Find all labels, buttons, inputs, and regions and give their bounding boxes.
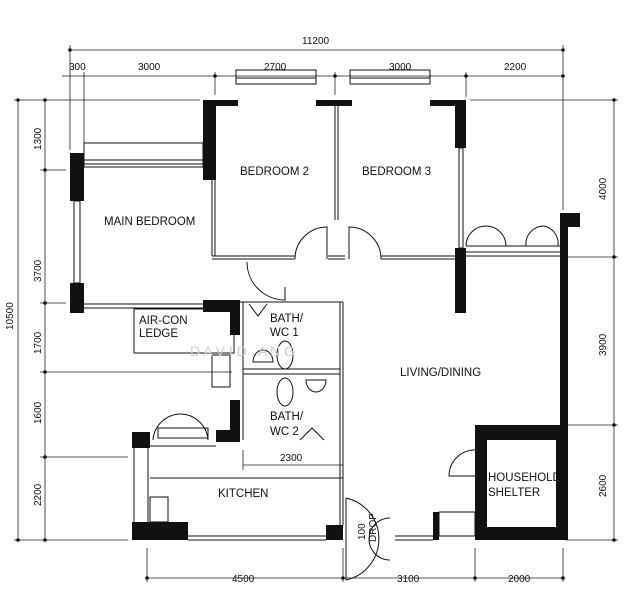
dim-bottom: 2000 <box>508 574 531 585</box>
dim-left: 1700 <box>33 331 44 354</box>
dim-left: 1600 <box>33 401 44 424</box>
dim-top: 3000 <box>389 62 412 73</box>
dim-left: 2200 <box>33 483 44 506</box>
drop-label: DROP <box>368 513 379 542</box>
watermark: D A V I D A N G <box>190 343 295 359</box>
dim-left: 3700 <box>33 259 44 282</box>
dimension-ticks <box>16 48 616 580</box>
room-bath-wc-2: WC 2 <box>270 426 299 438</box>
dim-top: 3000 <box>138 62 161 73</box>
dim-bottom: 4500 <box>232 574 255 585</box>
room-household-shelter: SHELTER <box>488 487 540 499</box>
room-bath-wc-1: BATH/ <box>270 313 304 325</box>
dim-right: 2600 <box>598 474 609 497</box>
room-living-dining: LIVING/DINING <box>400 367 481 379</box>
drop-label: 100 <box>357 523 368 540</box>
dim-left-total: 10500 <box>5 302 16 330</box>
dim-top: 300 <box>69 62 86 73</box>
room-labels: MAIN BEDROOM BEDROOM 2 BEDROOM 3 AIR-CON… <box>104 166 561 542</box>
room-aircon-ledge: AIR-CON <box>139 315 188 327</box>
room-kitchen: KITCHEN <box>218 488 268 500</box>
dim-top: 2700 <box>264 62 287 73</box>
dimension-labels: 11200 300 3000 2700 3000 2200 10500 1300… <box>5 36 609 585</box>
dim-right: 4000 <box>598 177 609 200</box>
room-main-bedroom: MAIN BEDROOM <box>104 216 195 228</box>
dim-kitchen-inner: 2300 <box>280 453 303 464</box>
room-bedroom-3: BEDROOM 3 <box>362 166 431 178</box>
room-household-shelter: HOUSEHOLD <box>488 472 561 484</box>
dim-bottom: 3100 <box>397 574 420 585</box>
dim-top-total: 11200 <box>302 36 330 47</box>
room-bedroom-2: BEDROOM 2 <box>240 166 309 178</box>
dim-right: 3900 <box>598 333 609 356</box>
partitions <box>73 69 560 581</box>
dim-left: 1300 <box>33 127 44 150</box>
room-aircon-ledge: LEDGE <box>139 328 178 340</box>
room-bath-wc-2: BATH/ <box>270 411 304 423</box>
dim-top: 2200 <box>504 62 527 73</box>
room-bath-wc-1: WC 1 <box>270 327 299 339</box>
